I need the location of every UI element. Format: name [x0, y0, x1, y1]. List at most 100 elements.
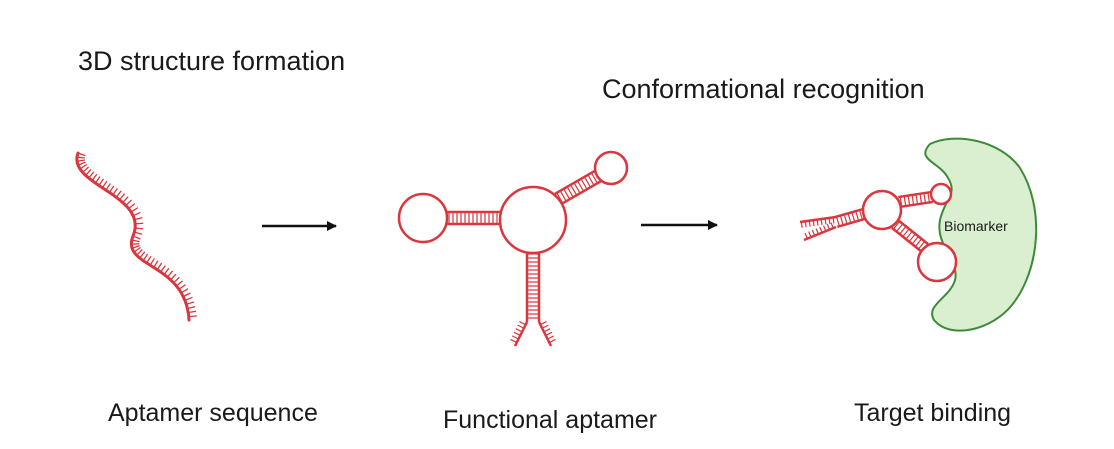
strand-base — [178, 284, 186, 290]
strand-base — [808, 231, 812, 238]
bound-aptamer-stems — [799, 190, 933, 253]
biomarker-label: Biomarker — [944, 218, 1008, 234]
strand-base — [136, 249, 143, 256]
strand-base — [160, 265, 166, 273]
strand-base — [108, 185, 115, 193]
strand-base — [131, 245, 140, 249]
strand-base — [131, 239, 140, 243]
strand-base — [115, 190, 122, 198]
strand-base — [804, 232, 808, 239]
single-strand — [803, 225, 837, 242]
strand-base — [517, 324, 525, 329]
target-binding: Biomarker — [799, 137, 1038, 332]
stem-base-pair — [923, 193, 927, 204]
stem-base-pair — [847, 213, 852, 224]
stem-base-pair — [896, 223, 904, 233]
strand-base — [128, 203, 136, 210]
strand-base — [135, 227, 144, 230]
stem-rail — [898, 190, 932, 199]
bound-central-loop — [861, 189, 903, 231]
strand-base — [149, 258, 155, 266]
strand-base — [173, 276, 180, 284]
strand-base — [822, 225, 827, 232]
strand-base — [76, 159, 85, 162]
strand-base — [182, 292, 191, 298]
strand-base — [808, 220, 811, 227]
strand-base — [88, 171, 95, 179]
strand-base — [166, 270, 174, 278]
stem-base-pair — [583, 176, 591, 188]
stem-rail — [560, 180, 602, 206]
stem-base-pair — [905, 230, 913, 240]
strand-base — [91, 173, 98, 182]
stem-base-pair — [566, 186, 574, 198]
stem-base-pair — [839, 215, 844, 226]
stem-base-pair — [917, 240, 926, 250]
strand-base — [511, 335, 519, 340]
strand-base — [515, 328, 523, 333]
strand-base — [122, 196, 129, 204]
strand-base — [812, 220, 815, 227]
stem-base-pair — [919, 193, 923, 204]
strand-base — [816, 219, 819, 226]
strand-base — [119, 193, 126, 201]
strand-base — [130, 207, 139, 213]
bound-aptamer — [799, 182, 958, 283]
strand-base — [804, 221, 807, 228]
stem-base-pair — [859, 209, 863, 220]
strand-base — [76, 156, 85, 159]
strand-base — [543, 328, 551, 333]
strand-base — [146, 255, 152, 264]
strand-base — [156, 262, 163, 271]
single-strand — [537, 321, 553, 347]
stem-base-pair — [843, 214, 848, 225]
strand-base — [519, 321, 526, 326]
strand-base — [94, 176, 101, 184]
stem-base-pair — [559, 190, 567, 202]
strand-base — [540, 321, 547, 326]
strand-base — [187, 305, 196, 309]
heading-conformational-recognition: Conformational recognition — [602, 74, 925, 104]
stem-base-pair — [570, 184, 578, 196]
stem-base-pair — [892, 220, 901, 230]
strand-base — [85, 168, 92, 176]
top-right-loop — [593, 150, 629, 186]
stem-rail — [837, 217, 866, 229]
caption-target-binding: Target binding — [854, 399, 1012, 427]
strand-base — [77, 152, 86, 157]
strand-base — [826, 223, 831, 230]
strand-base — [800, 221, 803, 228]
strand-base — [184, 296, 193, 301]
left-loop — [397, 192, 449, 244]
aptamer-strand — [75, 151, 197, 322]
stem-base-pair — [851, 212, 856, 223]
strand-base — [549, 338, 556, 344]
strand-base — [545, 331, 553, 336]
strand-base — [77, 161, 86, 166]
bound-top-loop — [929, 182, 953, 206]
strand-base — [134, 231, 143, 235]
stem-base-pair — [573, 182, 581, 194]
stem-base-pair — [563, 188, 571, 200]
functional-aptamer-stems — [447, 169, 602, 347]
strand-base — [824, 218, 827, 225]
caption-functional-aptamer: Functional aptamer — [443, 406, 658, 434]
strand-base — [82, 166, 90, 173]
stem-base-pair — [577, 180, 585, 192]
strand-base — [142, 253, 149, 261]
stem-base-pair — [587, 174, 595, 186]
strand-base — [105, 183, 111, 191]
stem-rail — [891, 226, 923, 253]
stem-base-pair — [908, 233, 916, 243]
heading-structure-formation: 3D structure formation — [78, 46, 346, 76]
biomarker-shape — [924, 137, 1038, 332]
strand-base — [132, 235, 141, 240]
stem-base-pair — [590, 172, 598, 184]
single-strand — [513, 321, 529, 347]
strand-base — [541, 324, 549, 329]
strand-base — [133, 246, 141, 253]
strand-base — [510, 338, 517, 344]
strand-base — [112, 187, 118, 196]
stem-base-pair — [903, 196, 907, 207]
strand-base — [132, 211, 141, 217]
